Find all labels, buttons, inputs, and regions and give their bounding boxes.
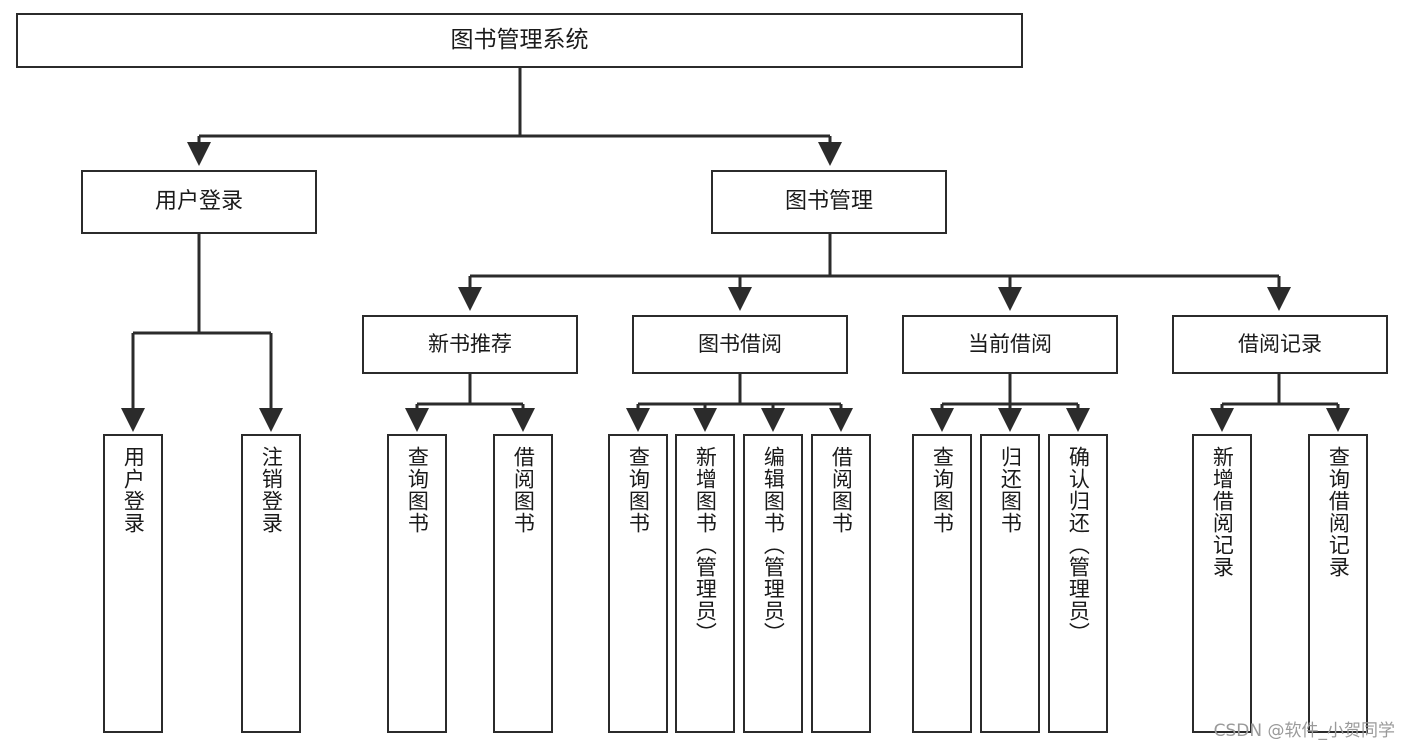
- node-leaf-query-book-1-label: 查询图书: [405, 446, 430, 534]
- node-leaf-query-record[interactable]: 查询借阅记录: [1308, 434, 1368, 733]
- node-leaf-add-book[interactable]: 新增图书（管理员）: [675, 434, 735, 733]
- node-leaf-user-logout[interactable]: 注销登录: [241, 434, 301, 733]
- node-leaf-confirm-return[interactable]: 确认归还（管理员）: [1048, 434, 1108, 733]
- node-leaf-return-book[interactable]: 归还图书: [980, 434, 1040, 733]
- node-new-book-recommend[interactable]: 新书推荐: [362, 315, 578, 374]
- node-leaf-borrow-book-2[interactable]: 借阅图书: [811, 434, 871, 733]
- node-root[interactable]: 图书管理系统: [16, 13, 1023, 68]
- node-leaf-edit-book-label: 编辑图书（管理员）: [761, 446, 786, 644]
- node-user-login-label: 用户登录: [154, 189, 243, 215]
- node-book-borrow-label: 图书借阅: [698, 332, 782, 357]
- node-current-borrow[interactable]: 当前借阅: [902, 315, 1118, 374]
- node-leaf-user-login-label: 用户登录: [121, 446, 146, 534]
- node-leaf-user-logout-label: 注销登录: [259, 446, 284, 534]
- node-new-book-recommend-label: 新书推荐: [428, 332, 512, 357]
- node-current-borrow-label: 当前借阅: [968, 332, 1052, 357]
- node-leaf-query-book-2[interactable]: 查询图书: [608, 434, 668, 733]
- node-leaf-confirm-return-label: 确认归还（管理员）: [1066, 446, 1091, 644]
- node-leaf-borrow-book-1[interactable]: 借阅图书: [493, 434, 553, 733]
- node-leaf-query-book-3[interactable]: 查询图书: [912, 434, 972, 733]
- node-leaf-query-book-3-label: 查询图书: [930, 446, 955, 534]
- csdn-watermark: CSDN @软件_小贺同学: [1213, 721, 1395, 741]
- node-leaf-return-book-label: 归还图书: [998, 446, 1023, 534]
- node-leaf-query-book-2-label: 查询图书: [626, 446, 651, 534]
- node-leaf-query-record-label: 查询借阅记录: [1326, 446, 1351, 578]
- node-root-label: 图书管理系统: [450, 26, 589, 53]
- node-leaf-add-record[interactable]: 新增借阅记录: [1192, 434, 1252, 733]
- node-leaf-edit-book[interactable]: 编辑图书（管理员）: [743, 434, 803, 733]
- node-book-manage-label: 图书管理: [784, 189, 873, 215]
- node-borrow-record[interactable]: 借阅记录: [1172, 315, 1388, 374]
- node-borrow-record-label: 借阅记录: [1238, 332, 1322, 357]
- node-leaf-add-book-label: 新增图书（管理员）: [693, 446, 718, 644]
- node-book-borrow[interactable]: 图书借阅: [632, 315, 848, 374]
- node-leaf-user-login[interactable]: 用户登录: [103, 434, 163, 733]
- node-leaf-borrow-book-2-label: 借阅图书: [829, 446, 854, 534]
- node-leaf-query-book-1[interactable]: 查询图书: [387, 434, 447, 733]
- node-book-manage[interactable]: 图书管理: [711, 170, 947, 234]
- node-leaf-add-record-label: 新增借阅记录: [1210, 446, 1235, 578]
- node-user-login[interactable]: 用户登录: [81, 170, 317, 234]
- node-leaf-borrow-book-1-label: 借阅图书: [511, 446, 536, 534]
